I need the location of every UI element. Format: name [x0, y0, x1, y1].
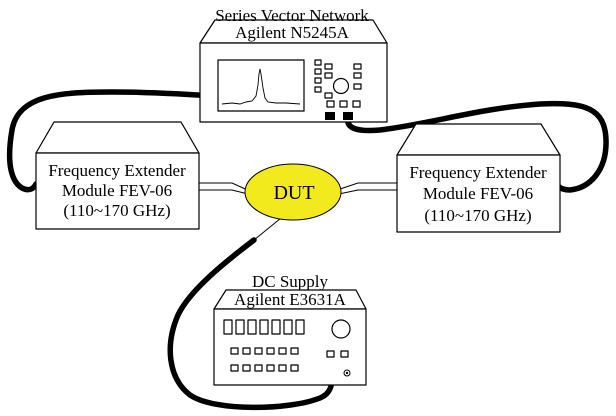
- dc-supply-knob-icon: [331, 319, 351, 339]
- left-frequency-extender: Frequency Extender Module FEV-06 (110~17…: [35, 121, 200, 230]
- dc-supply-buttons: [230, 347, 349, 372]
- left-extender-line3: (110~170 GHz): [63, 201, 170, 220]
- vna-trace: [221, 68, 301, 105]
- right-extender-line3: (110~170 GHz): [424, 206, 531, 225]
- left-extender-line1: Frequency Extender: [48, 161, 186, 180]
- right-extender-front: [396, 154, 561, 233]
- right-probe: [333, 182, 397, 196]
- dut-label: DUT: [273, 182, 314, 204]
- dut: DUT: [244, 163, 342, 221]
- vna-instrument: Series Vector Network Agilent N5245A: [199, 6, 388, 123]
- left-extender-front: [35, 152, 200, 230]
- dc-supply-instrument: DC Supply Agilent E3631A: [213, 272, 367, 386]
- left-probe: [199, 182, 253, 196]
- vna-knob-icon: [332, 77, 350, 95]
- left-extender-line2: Module FEV-06: [62, 181, 172, 200]
- vna-controls: [314, 59, 362, 108]
- dc-supply-line1: DC Supply: [252, 272, 329, 291]
- right-extender-line2: Module FEV-06: [423, 184, 533, 203]
- vna-label-line2: Agilent N5245A: [235, 23, 350, 42]
- right-extender-top-face: [396, 123, 561, 156]
- vna-port-1: [325, 112, 335, 120]
- dc-supply-display: [223, 319, 305, 335]
- vna-port-2: [343, 112, 353, 120]
- dut-ellipse: [244, 163, 342, 221]
- left-extender-top-face: [35, 121, 200, 154]
- vna-label-line1: Series Vector Network: [215, 6, 369, 25]
- right-frequency-extender: Frequency Extender Module FEV-06 (110~17…: [396, 123, 561, 233]
- right-extender-line1: Frequency Extender: [409, 163, 547, 182]
- dc-supply-line2: Agilent E3631A: [234, 290, 347, 309]
- cable-vna-to-right-extender: [345, 100, 609, 193]
- vna-screen: [217, 59, 305, 112]
- cable-dut-to-dc-supply: [167, 237, 335, 411]
